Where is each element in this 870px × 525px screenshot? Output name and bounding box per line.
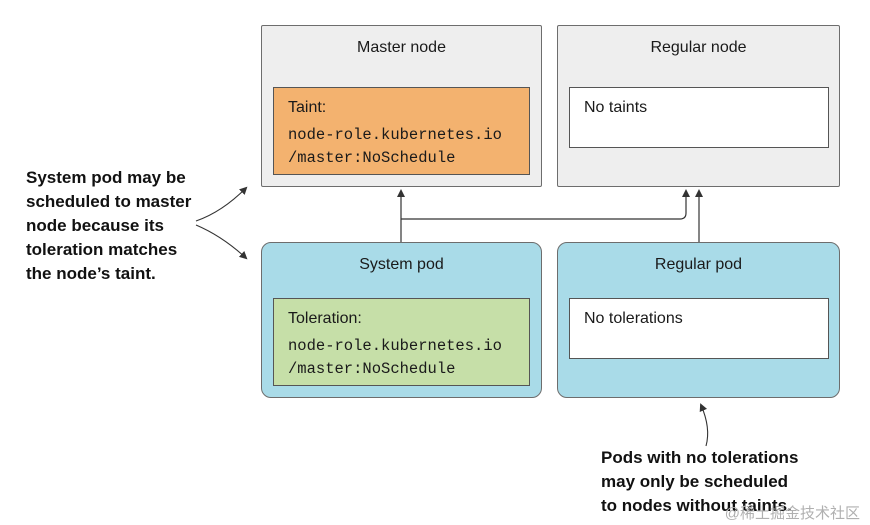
no-tolerations-text: No tolerations	[584, 310, 683, 327]
annotation-left-line-4: toleration matches	[26, 240, 178, 259]
taint-key: node-role.kubernetes.io	[288, 126, 502, 144]
system-pod-box: System pod Toleration: node-role.kuberne…	[261, 242, 542, 398]
annotation-left-line-5: the node’s taint.	[26, 264, 156, 283]
system-pod-to-regular-node-arrow	[401, 189, 690, 220]
regular-pod-title: Regular pod	[654, 256, 743, 273]
regular-pod-box: Regular pod No tolerations	[557, 242, 840, 398]
annotation-bottom-line-3: to nodes without taints.	[601, 496, 792, 515]
regular-node-box: Regular node No taints	[557, 25, 840, 187]
taint-value: /master:NoSchedule	[288, 149, 456, 167]
toleration-box: Toleration: node-role.kubernetes.io /mas…	[273, 298, 530, 386]
callout-arrow-lower	[195, 224, 248, 260]
annotation-left-line-3: node because its	[26, 216, 164, 235]
annotation-left-line-2: scheduled to master	[26, 192, 192, 211]
taint-box: Taint: node-role.kubernetes.io /master:N…	[273, 87, 530, 175]
annotation-left-line-1: System pod may be	[26, 168, 186, 187]
callout-arrow-upper	[195, 186, 248, 222]
no-tolerations-box: No tolerations	[569, 298, 829, 359]
annotation-left: System pod may be scheduled to master no…	[26, 166, 191, 286]
toleration-value: /master:NoSchedule	[288, 360, 456, 378]
toleration-label: Toleration:	[288, 310, 362, 327]
master-node-title: Master node	[357, 39, 446, 56]
system-pod-title: System pod	[359, 256, 444, 273]
annotation-bottom-line-2: may only be scheduled	[601, 472, 789, 491]
taint-label: Taint:	[288, 99, 327, 116]
toleration-key: node-role.kubernetes.io	[288, 337, 502, 355]
callout-arrow-bottom	[699, 403, 709, 447]
master-node-box: Master node Taint: node-role.kubernetes.…	[261, 25, 542, 187]
no-taints-text: No taints	[584, 99, 648, 116]
regular-node-title: Regular node	[650, 39, 747, 56]
no-taints-box: No taints	[569, 87, 829, 148]
annotation-bottom: Pods with no tolerations may only be sch…	[601, 446, 798, 518]
annotation-bottom-line-1: Pods with no tolerations	[601, 448, 799, 467]
watermark: @稀土掘金技术社区	[724, 505, 860, 522]
